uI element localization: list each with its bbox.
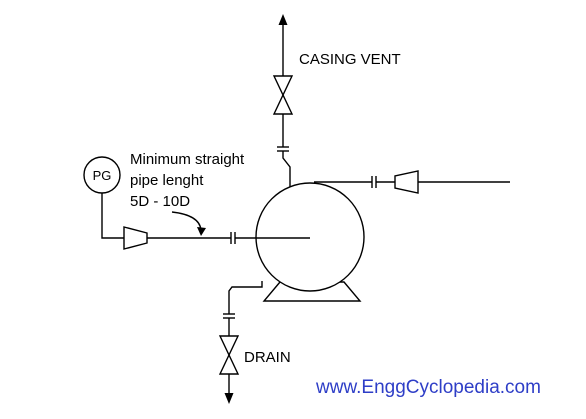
note-line-1: Minimum straight <box>130 151 245 168</box>
drain-gate-valve-icon <box>218 335 240 375</box>
pressure-gauge: PG <box>83 156 121 194</box>
pump-casing <box>255 182 365 302</box>
note-arrow-icon <box>197 227 206 236</box>
casing-vent-line <box>272 14 294 187</box>
vent-flange-icon <box>277 146 289 152</box>
drain-flange-icon <box>223 313 235 319</box>
suction-flange-icon <box>230 232 236 244</box>
casing-vent-label: CASING VENT <box>299 51 401 68</box>
note-leader-line <box>171 211 202 231</box>
pump-casing-icon <box>255 182 365 292</box>
discharge-line <box>314 170 510 194</box>
suction-reducer-icon <box>123 226 148 250</box>
note-line-2: pipe lenght <box>130 172 204 189</box>
pressure-gauge-label: PG <box>93 168 112 183</box>
discharge-flange-icon <box>371 176 377 188</box>
vent-gate-valve-icon <box>272 75 294 115</box>
discharge-expander-icon <box>394 170 419 194</box>
straight-length-note: Minimum straight pipe lenght 5D - 10D <box>130 151 245 236</box>
vent-arrow-icon <box>278 14 288 25</box>
suction-line <box>101 193 310 250</box>
website-link[interactable]: www.EnggCyclopedia.com <box>315 377 541 398</box>
drain-label: DRAIN <box>244 349 291 366</box>
drain-line <box>218 281 263 404</box>
note-line-3: 5D - 10D <box>130 193 190 210</box>
drain-arrow-icon <box>224 393 234 404</box>
